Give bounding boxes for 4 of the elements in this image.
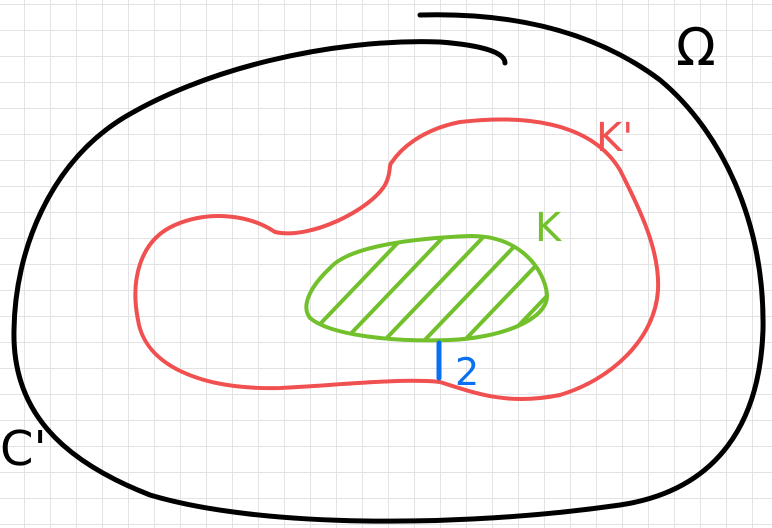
label-text: C' [0,425,47,473]
region-label: Ω [676,22,716,74]
dimension-label: 2 [455,353,480,391]
region-label: K [535,208,562,248]
